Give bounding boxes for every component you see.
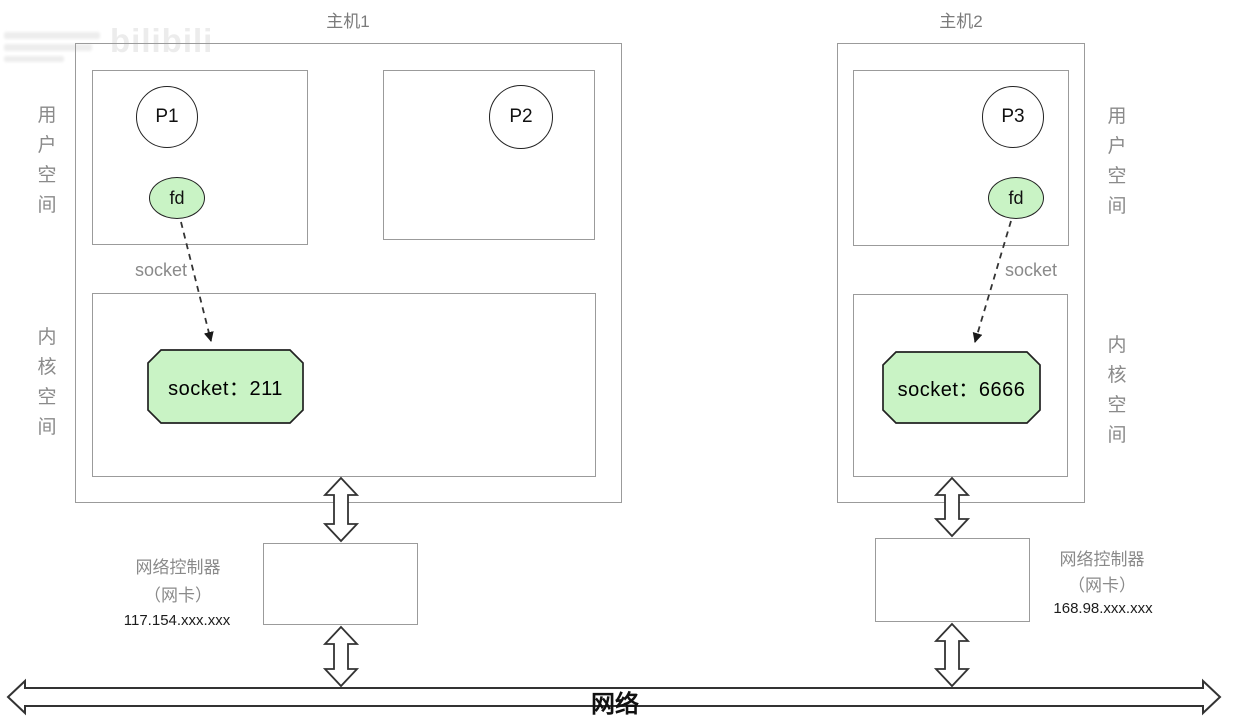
host2-kernel-to-nic-arrow <box>933 476 971 538</box>
process-p2-label: P2 <box>509 106 533 127</box>
watermark-blur-bar <box>4 44 92 51</box>
host1-socket-shape <box>147 349 304 424</box>
watermark-blur-bar <box>4 32 100 39</box>
host2-nic-name: 网络控制器 <box>1059 550 1145 569</box>
host2-nic-subname: （网卡） <box>1068 576 1136 595</box>
host1-socket-box-label: socket：211 <box>168 378 283 400</box>
host1-process-box-p1 <box>92 70 308 245</box>
host2-outer-box <box>837 43 1085 503</box>
host2-fd-label: fd <box>1008 187 1024 208</box>
process-p3-circle: P3 <box>982 86 1044 148</box>
host1-kernel-to-nic-arrow <box>322 476 360 543</box>
host2-process-box-p3 <box>853 70 1069 246</box>
host2-socket-pointer-label: socket <box>1004 260 1058 280</box>
host1-kernel-box <box>92 293 596 477</box>
host2-title: 主机2 <box>939 12 983 31</box>
watermark-blur-bar <box>4 56 64 62</box>
host1-nic-ip: 117.154.xxx.xxx <box>123 612 231 629</box>
host2-nic-box <box>875 538 1030 622</box>
host2-user-space-label: 用户空间 <box>1107 106 1127 217</box>
host1-fd-ellipse: fd <box>149 177 205 219</box>
host1-nic-to-network-arrow <box>322 625 360 688</box>
host1-nic-subname: （网卡） <box>144 586 212 605</box>
host1-fd-label: fd <box>169 187 185 208</box>
host2-kernel-space-label: 内核空间 <box>1107 335 1127 446</box>
host1-user-space-label: 用户空间 <box>37 105 57 216</box>
host1-process-box-p2 <box>383 70 595 240</box>
bilibili-watermark-logo: bilibili <box>110 22 214 59</box>
process-p1-circle: P1 <box>136 86 198 148</box>
host2-nic-to-network-arrow <box>933 622 971 688</box>
process-p3-label: P3 <box>1001 106 1025 127</box>
host1-nic-name: 网络控制器 <box>135 558 221 577</box>
network-band-arrow <box>6 678 1222 716</box>
host2-fd-to-socket-dashed-arrow <box>972 220 1012 343</box>
host2-socket-shape <box>882 351 1041 424</box>
host2-kernel-box <box>853 294 1068 477</box>
host2-fd-ellipse: fd <box>988 177 1044 219</box>
host1-kernel-space-label: 内核空间 <box>37 327 57 438</box>
host2-socket-box-label: socket：6666 <box>897 379 1026 401</box>
host1-title: 主机1 <box>326 12 370 31</box>
process-p2-circle: P2 <box>489 85 553 149</box>
process-p1-label: P1 <box>155 106 179 127</box>
host1-fd-to-socket-dashed-arrow <box>180 221 214 342</box>
network-label: 网络 <box>591 691 639 716</box>
host1-socket-pointer-label: socket <box>134 260 188 280</box>
host1-nic-box <box>263 543 418 625</box>
host2-nic-ip: 168.98.xxx.xxx <box>1053 600 1153 617</box>
